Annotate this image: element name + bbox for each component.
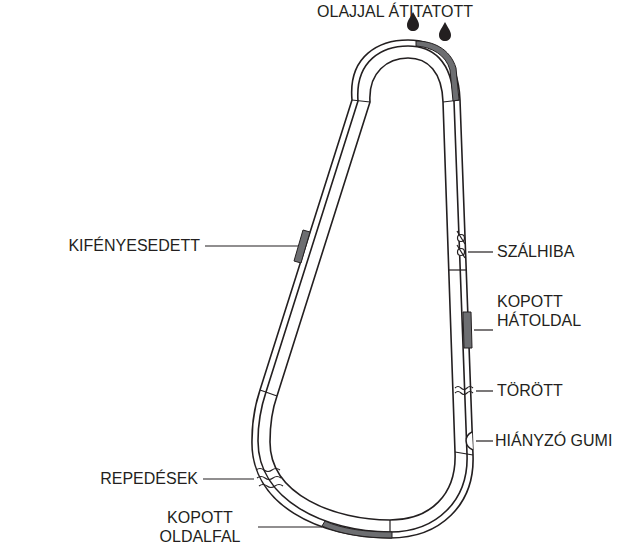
callout-label: OLAJJAL ÁTITATOTT <box>295 2 495 21</box>
leader-line <box>203 478 254 479</box>
belt-outer-edge <box>252 40 473 538</box>
crack-marks <box>256 469 283 488</box>
belt-inner-edge <box>270 58 455 520</box>
fibre-flaw <box>457 231 465 258</box>
oil-soaked-patch <box>416 41 459 101</box>
leader-line <box>468 251 493 252</box>
oil-drop <box>439 22 451 41</box>
leader-line <box>476 440 493 441</box>
leader-line <box>258 526 322 527</box>
missing-rubber-notch <box>466 432 473 450</box>
belt-middle-edge <box>258 46 467 532</box>
leader-line <box>205 245 298 246</box>
leader-line <box>474 329 493 330</box>
worn-back-patch <box>463 312 472 348</box>
callout-label: SZÁLHIBA <box>497 242 627 261</box>
callout-label: REPEDÉSEK <box>20 469 198 488</box>
callout-label: HIÁNYZÓ GUMI <box>495 431 630 450</box>
worn-sidewall-patch <box>322 521 392 538</box>
leader-line <box>476 390 493 391</box>
segment-joints <box>260 100 473 538</box>
callout-label: KOPOTT HÁTOLDAL <box>497 292 607 330</box>
callout-label: KIFÉNYESEDETT <box>20 236 200 255</box>
callout-label: KOPOTT OLDALFAL <box>140 508 260 546</box>
callout-label: TÖRÖTT <box>497 381 627 400</box>
break-mark <box>455 387 473 395</box>
